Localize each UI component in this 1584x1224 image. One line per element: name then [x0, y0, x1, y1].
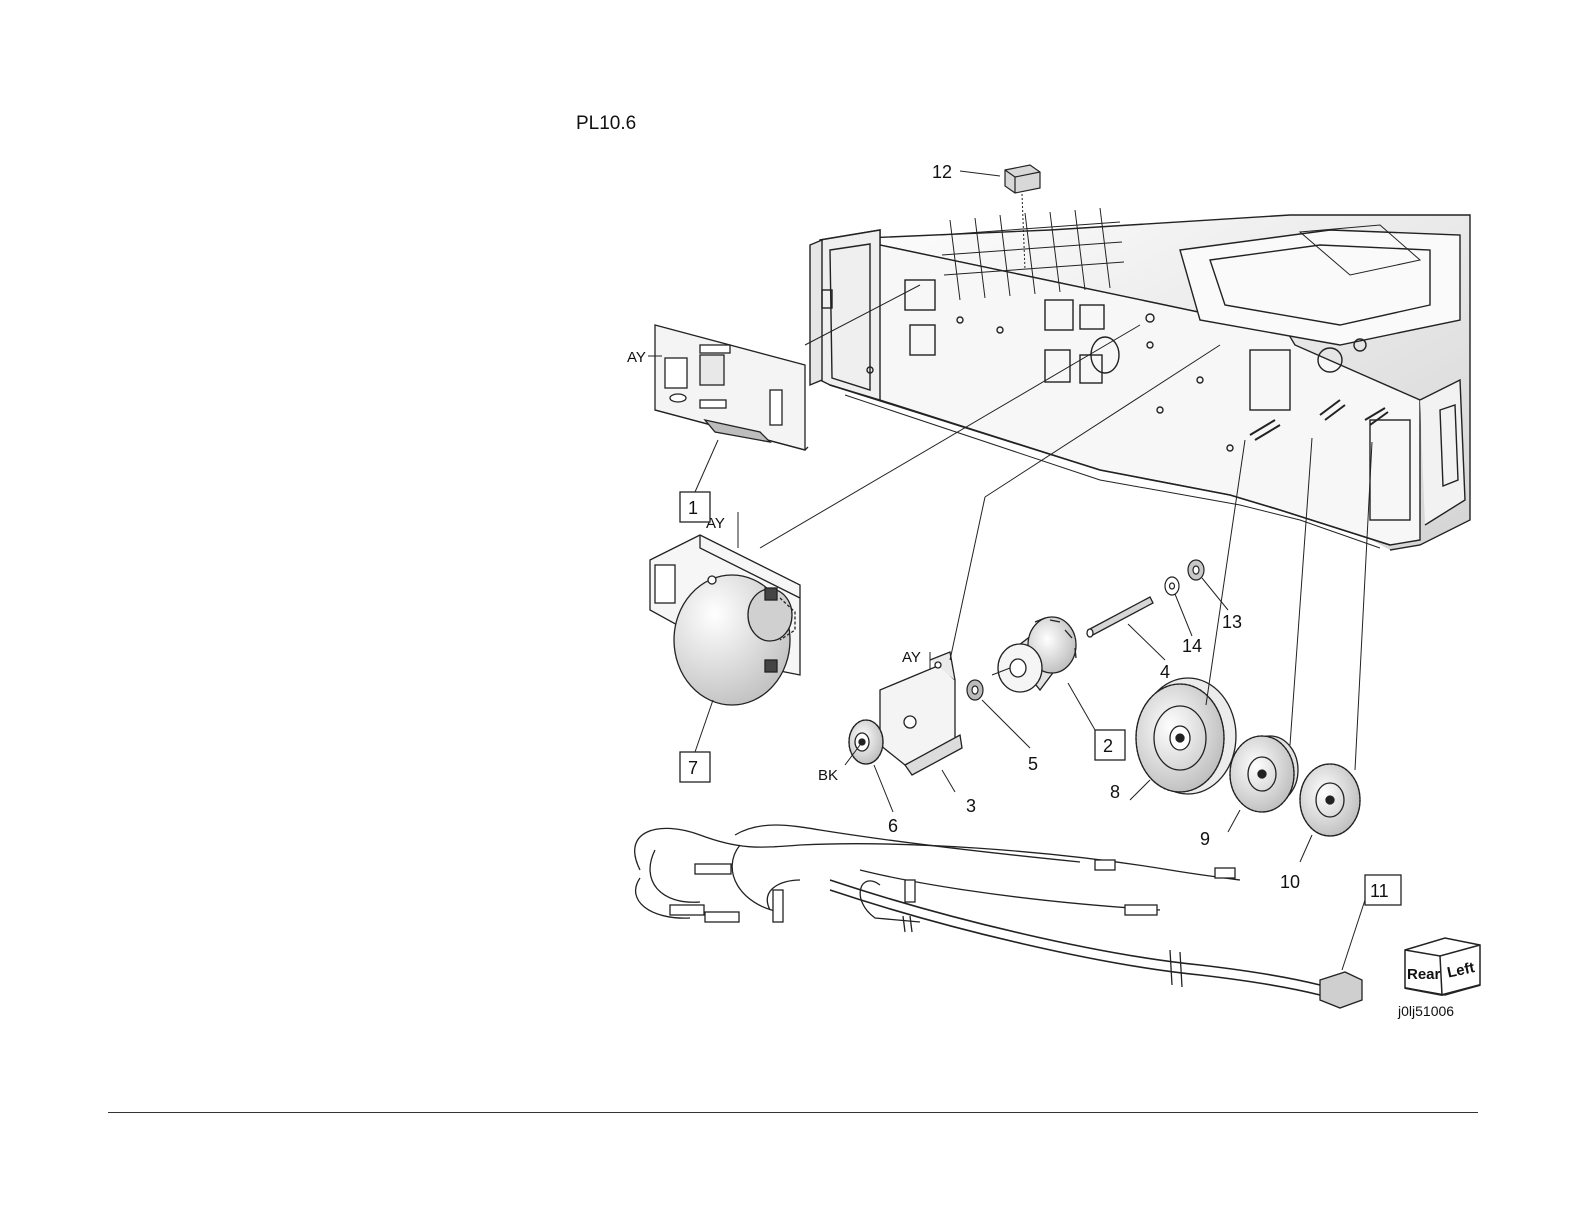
leader-part-11 [1342, 900, 1365, 970]
marker-ay-bracket: AY [902, 649, 921, 666]
part-14-washer [1165, 577, 1179, 595]
image-id: j0lj51006 [1397, 1003, 1454, 1019]
callout-12: 12 [932, 162, 952, 182]
part-7-drive-motor [650, 535, 800, 705]
callout-11: 11 [1365, 875, 1401, 905]
leader-part-5 [982, 700, 1030, 748]
callout-2: 2 [1068, 683, 1125, 760]
leader-part-14 [1175, 594, 1192, 636]
marker-ay-board: AY [627, 349, 646, 366]
leader-part-3-up [950, 497, 985, 660]
callout-7: 7 [680, 700, 713, 782]
callout-13: 13 [1222, 612, 1242, 632]
leader-part-12 [960, 171, 1000, 176]
part-13-washer [1188, 560, 1204, 580]
page-rule [108, 1112, 1478, 1113]
callout-9: 9 [1200, 829, 1210, 849]
part-3-bracket [880, 652, 962, 775]
part-1-circuit-board [655, 325, 808, 450]
callout-6: 6 [888, 816, 898, 836]
callout-8: 8 [1110, 782, 1120, 802]
callout-14: 14 [1182, 636, 1202, 656]
callout-5: 5 [1028, 754, 1038, 774]
leader-part-6 [874, 765, 893, 812]
part-8-large-gear [1136, 678, 1236, 794]
callout-1: 1 [680, 440, 718, 522]
marker-bk: BK [818, 767, 838, 784]
callout-2-number: 2 [1103, 736, 1113, 756]
part-12-connector [1005, 165, 1040, 193]
callout-10: 10 [1280, 872, 1300, 892]
callout-3: 3 [966, 796, 976, 816]
part-9-gear [1230, 736, 1298, 812]
callout-11-number: 11 [1370, 881, 1389, 901]
leader-part-4 [1128, 624, 1165, 660]
part-5-washer [967, 680, 983, 700]
part-11-wire-harness [635, 825, 1362, 1008]
leader-part-8 [1130, 780, 1150, 800]
callout-1-number: 1 [688, 498, 698, 518]
part-2-drive-gear [998, 617, 1076, 692]
leader-part-10 [1300, 835, 1312, 862]
main-frame [810, 208, 1470, 550]
orientation-rear-label: Rear [1407, 966, 1441, 983]
part-4-shaft [1087, 597, 1153, 637]
part-6-gear [849, 720, 883, 764]
callout-7-number: 7 [688, 758, 698, 778]
leader-part-9 [1228, 810, 1240, 832]
part-10-gear [1300, 764, 1360, 836]
callout-4: 4 [1160, 662, 1170, 682]
leader-part-3 [942, 770, 955, 792]
